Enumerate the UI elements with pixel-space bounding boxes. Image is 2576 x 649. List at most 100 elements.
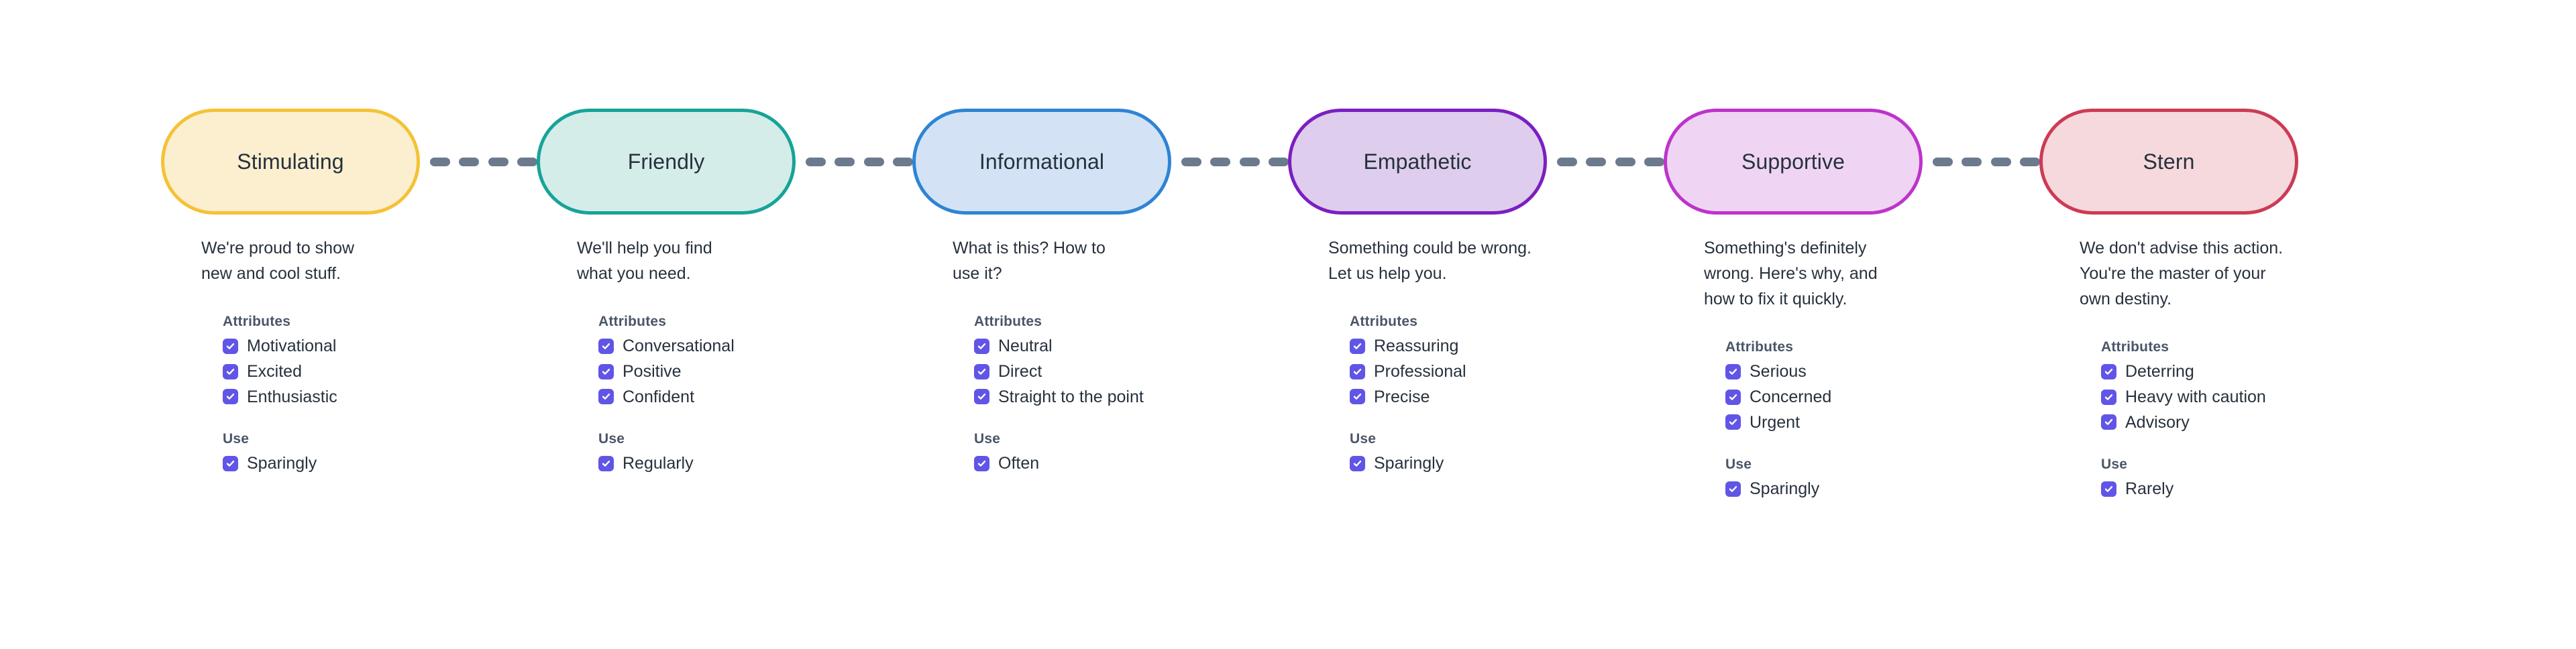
attribute-checkbox-row[interactable]: Straight to the point: [974, 388, 1288, 407]
checkbox-checked-icon[interactable]: [1725, 363, 1741, 379]
attribute-label: Neutral: [998, 337, 1053, 355]
attribute-checkbox-row[interactable]: Conversational: [598, 337, 912, 356]
checkbox-checked-icon[interactable]: [223, 456, 238, 472]
use-label: Sparingly: [1374, 454, 1444, 473]
connector-dash: [1990, 158, 2011, 166]
use-label: Rarely: [2125, 479, 2174, 499]
use-checkbox-row[interactable]: Regularly: [598, 454, 912, 473]
attribute-checkbox-row[interactable]: Concerned: [1725, 388, 2039, 407]
attribute-label: Deterring: [2125, 362, 2194, 381]
tone-pill-label: Friendly: [627, 150, 705, 174]
use-group-title: Use: [974, 431, 1001, 447]
checkbox-checked-icon[interactable]: [2101, 481, 2116, 497]
use-group-title: Use: [223, 431, 250, 447]
tone-pill[interactable]: Supportive: [1664, 109, 1923, 215]
checkbox-checked-icon[interactable]: [1350, 389, 1365, 405]
use-checkbox-row[interactable]: Often: [974, 454, 1288, 473]
checkbox-checked-icon[interactable]: [598, 389, 614, 405]
attribute-checkbox-row[interactable]: Advisory: [2101, 413, 2415, 432]
attribute-checkbox-row[interactable]: Enthusiastic: [223, 388, 537, 407]
checkbox-checked-icon[interactable]: [598, 456, 614, 472]
connector-dash: [1644, 158, 1664, 166]
use-group-title: Use: [1350, 431, 1377, 447]
tone-pill[interactable]: Informational: [912, 109, 1171, 215]
attribute-checkbox-row[interactable]: Professional: [1350, 362, 1664, 381]
attribute-checkbox-row[interactable]: Reassuring: [1350, 337, 1664, 356]
checkbox-checked-icon[interactable]: [1350, 363, 1365, 379]
use-label: Sparingly: [247, 454, 317, 473]
connector-dash: [863, 158, 884, 166]
use-label: Sparingly: [1750, 479, 1820, 499]
use-label: Often: [998, 454, 1040, 473]
checkbox-checked-icon[interactable]: [223, 363, 238, 379]
attribute-checkbox-row[interactable]: Direct: [974, 362, 1288, 381]
dashed-connector: [430, 158, 537, 166]
attribute-checkbox-row[interactable]: Motivational: [223, 337, 537, 356]
connector-dash: [430, 158, 450, 166]
use-checkbox-row[interactable]: Sparingly: [1725, 479, 2039, 499]
checkbox-checked-icon[interactable]: [1350, 338, 1365, 354]
checkbox-checked-icon[interactable]: [2101, 363, 2116, 379]
attribute-group-title: Attributes: [223, 314, 291, 329]
attribute-checkbox-row[interactable]: Serious: [1725, 362, 2039, 381]
tone-pill-wrapper: Stimulating: [161, 109, 537, 215]
attribute-label: Precise: [1374, 387, 1430, 406]
tone-pill[interactable]: Stern: [2039, 109, 2298, 215]
tone-pill[interactable]: Friendly: [537, 109, 796, 215]
checkbox-checked-icon[interactable]: [974, 363, 989, 379]
attribute-group-title: Attributes: [974, 314, 1042, 329]
attribute-checkbox-row[interactable]: Urgent: [1725, 413, 2039, 432]
connector-dash: [1239, 158, 1260, 166]
attribute-checkbox-row[interactable]: Positive: [598, 362, 912, 381]
checkbox-checked-icon[interactable]: [223, 389, 238, 405]
attribute-checkbox-row[interactable]: Deterring: [2101, 362, 2415, 381]
checkbox-checked-icon[interactable]: [974, 456, 989, 472]
checkbox-checked-icon[interactable]: [2101, 389, 2116, 405]
tone-description: What is this? How to use it?: [953, 239, 1106, 283]
checkbox-checked-icon[interactable]: [223, 338, 238, 354]
checkbox-checked-icon[interactable]: [1725, 414, 1741, 430]
attribute-checkbox-row[interactable]: Excited: [223, 362, 537, 381]
attribute-label: Serious: [1750, 362, 1807, 381]
checkbox-checked-icon[interactable]: [1725, 389, 1741, 405]
use-checkbox-row[interactable]: Rarely: [2101, 479, 2415, 499]
checkbox-checked-icon[interactable]: [598, 363, 614, 379]
tone-pill-wrapper: Informational: [912, 109, 1289, 215]
attribute-label: Concerned: [1750, 387, 1832, 406]
checkbox-checked-icon[interactable]: [1725, 481, 1741, 497]
attribute-checkbox-row[interactable]: Neutral: [974, 337, 1288, 356]
tone-pill[interactable]: Empathetic: [1288, 109, 1547, 215]
attribute-label: Conversational: [623, 337, 735, 355]
connector-dash: [1933, 158, 1953, 166]
checkbox-checked-icon[interactable]: [598, 338, 614, 354]
attribute-checkbox-row[interactable]: Heavy with caution: [2101, 388, 2415, 407]
use-checkbox-row[interactable]: Sparingly: [223, 454, 537, 473]
connector-dash: [1615, 158, 1635, 166]
connector-dash: [1181, 158, 1201, 166]
attribute-checkbox-row[interactable]: Precise: [1350, 388, 1664, 407]
attribute-label: Confident: [623, 387, 695, 406]
tone-description: Something's definitely wrong. Here's why…: [1704, 239, 1878, 308]
checkbox-checked-icon[interactable]: [974, 338, 989, 354]
checkbox-checked-icon[interactable]: [1350, 456, 1365, 472]
connector-dash: [459, 158, 480, 166]
attribute-checkbox-row[interactable]: Confident: [598, 388, 912, 407]
checkbox-checked-icon[interactable]: [2101, 414, 2116, 430]
checkbox-checked-icon[interactable]: [974, 389, 989, 405]
use-checkbox-row[interactable]: Sparingly: [1350, 454, 1664, 473]
tone-pill[interactable]: Stimulating: [161, 109, 420, 215]
attribute-label: Enthusiastic: [247, 387, 337, 406]
